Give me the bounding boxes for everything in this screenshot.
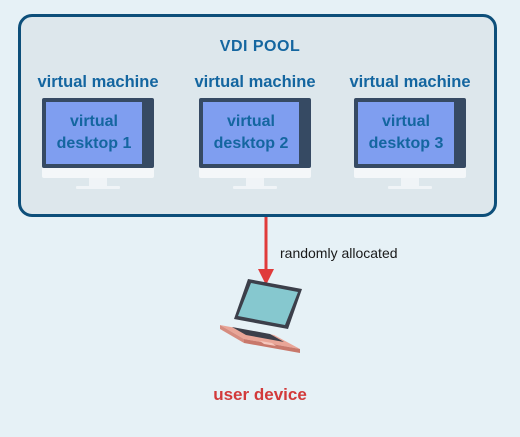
laptop-keyboard: [232, 327, 284, 342]
monitor-stand: [401, 178, 419, 186]
virtual-machine-label: virtual machine: [349, 73, 471, 91]
laptop-base-edge-side: [220, 325, 244, 343]
laptop-base-edge-front: [244, 339, 300, 353]
monitor-chin: [199, 168, 311, 178]
monitor-frame: virtual desktop 1: [42, 98, 154, 168]
monitor-stand: [246, 178, 264, 186]
monitor-stand: [89, 178, 107, 186]
monitor-icon: virtual desktop 3: [354, 98, 466, 189]
virtual-desktop-label: virtual desktop 1: [56, 113, 132, 152]
laptop-icon: [220, 279, 302, 353]
virtual-machine-1: virtual machine virtual desktop 1: [23, 70, 173, 189]
monitor-frame: virtual desktop 2: [199, 98, 311, 168]
monitor-base: [76, 186, 120, 189]
allocation-arrow: [258, 217, 274, 285]
monitor-chin: [42, 168, 154, 178]
laptop-touchpad: [260, 341, 276, 346]
randomly-allocated-label: randomly allocated: [280, 245, 398, 261]
user-device-label: user device: [213, 385, 307, 404]
virtual-desktop-label: virtual desktop 3: [368, 113, 444, 152]
monitor-screen: virtual desktop 3: [358, 102, 454, 164]
monitor-chin: [354, 168, 466, 178]
monitor-screen: virtual desktop 2: [203, 102, 299, 164]
monitor-base: [388, 186, 432, 189]
monitor-icon: virtual desktop 1: [42, 98, 154, 189]
virtual-desktop-label: virtual desktop 2: [213, 113, 289, 152]
arrow-head: [258, 269, 274, 285]
monitor-screen: virtual desktop 1: [46, 102, 142, 164]
laptop-screen: [238, 283, 298, 325]
monitor-frame: virtual desktop 3: [354, 98, 466, 168]
virtual-machine-3: virtual machine virtual desktop 3: [335, 70, 485, 189]
virtual-machine-2: virtual machine virtual desktop 2: [180, 70, 330, 189]
virtual-machine-label: virtual machine: [37, 73, 159, 91]
monitor-base: [233, 186, 277, 189]
virtual-machine-label: virtual machine: [194, 73, 316, 91]
vdi-pool-title: VDI POOL: [219, 38, 301, 55]
monitor-icon: virtual desktop 2: [199, 98, 311, 189]
